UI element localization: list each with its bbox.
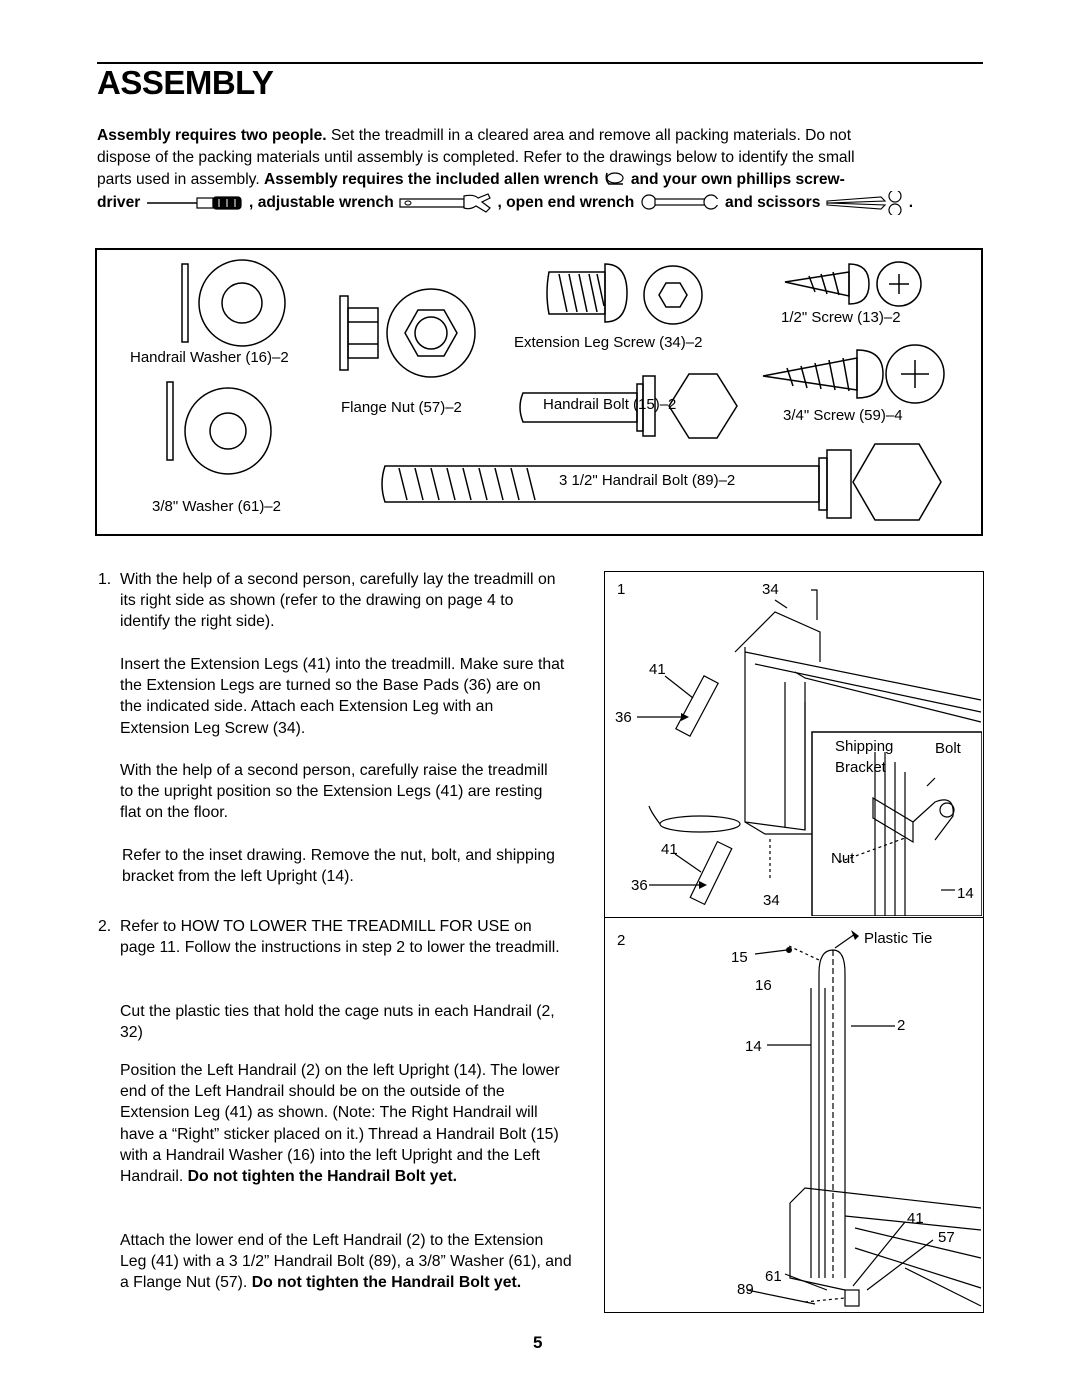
step-2-text: Refer to HOW TO LOWER THE TREADMILL FOR … — [120, 916, 570, 958]
callout-36-bottom: 36 — [631, 877, 648, 894]
callout-41-top: 41 — [649, 661, 666, 678]
handrail-attachment-drawing — [746, 930, 982, 1307]
tool-adjustable-label: , adjustable wrench — [249, 194, 394, 212]
page-title: ASSEMBLY — [97, 64, 274, 101]
title-rule — [97, 62, 983, 64]
intro-bold: Assembly requires the included allen wre… — [264, 171, 599, 188]
intro-line-3: parts used in assembly. Assembly require… — [97, 169, 985, 190]
callout-61: 61 — [765, 1268, 782, 1285]
step-1-text: With the help of a second person, carefu… — [120, 569, 565, 633]
intro-line-2: dispose of the packing materials until a… — [97, 149, 855, 166]
label-extension-leg-screw: Extension Leg Screw (34)–2 — [514, 334, 703, 351]
allen-wrench-icon — [605, 172, 624, 185]
step-2-number: 2. — [98, 918, 112, 935]
intro-bold: and your own phillips screw- — [630, 171, 845, 188]
callout-15: 15 — [731, 949, 748, 966]
callout-14: 14 — [745, 1038, 762, 1055]
callout-14: 14 — [957, 885, 974, 902]
step-1-number: 1. — [98, 571, 112, 588]
fig2-step-number: 2 — [617, 932, 626, 949]
intro-period: . — [908, 194, 914, 212]
handrail-bolt-drawing — [519, 373, 738, 439]
intro-line-4: driver , adjustable wrench , open end wr… — [97, 191, 985, 215]
intro-bold-lead: Assembly requires two people. — [97, 127, 327, 144]
scissors-icon — [826, 191, 902, 215]
inset-label-shipping: Shipping — [835, 738, 894, 755]
tool-driver-label: driver — [97, 194, 141, 212]
step-paragraph: With the help of a second person, carefu… — [120, 762, 548, 822]
callout-41-bottom: 41 — [661, 841, 678, 858]
step-paragraph: With the help of a second person, carefu… — [120, 571, 556, 631]
three-quarter-screw-drawing — [762, 344, 945, 404]
inset-label-bolt: Bolt — [935, 740, 961, 757]
step-paragraph: Refer to the inset drawing. Remove the n… — [122, 847, 555, 886]
step-2-paragraph-4: Attach the lower end of the Left Handrai… — [120, 1230, 572, 1294]
adjustable-wrench-icon — [399, 193, 492, 213]
callout-36-top: 36 — [615, 709, 632, 726]
tool-open-end-label: , open end wrench — [497, 194, 635, 212]
figure-step-2: 2 Plastic Tie 15 16 2 14 41 57 61 89 — [604, 917, 984, 1313]
flange-nut-drawing — [339, 288, 476, 378]
label-handrail-washer: Handrail Washer (16)–2 — [130, 349, 289, 366]
step-paragraph: Refer to HOW TO LOWER THE TREADMILL FOR … — [120, 918, 560, 957]
label-handrail-bolt: Handrail Bolt (15)–2 — [543, 396, 677, 413]
callout-57: 57 — [938, 1229, 955, 1246]
inset-label-nut: Nut — [831, 850, 855, 867]
callout-34-bottom: 34 — [763, 892, 780, 909]
fig1-step-number: 1 — [617, 581, 626, 598]
step-paragraph: Insert the Extension Legs (41) into the … — [120, 656, 565, 737]
callout-34-top: 34 — [762, 581, 779, 598]
callout-16: 16 — [755, 977, 772, 994]
label-washer-38: 3/8" Washer (61)–2 — [152, 498, 281, 515]
washer-38-drawing — [166, 381, 272, 475]
open-end-wrench-icon — [641, 194, 721, 210]
step-2-paragraph-2: Cut the plastic ties that hold the cage … — [120, 1001, 565, 1043]
callout-89: 89 — [737, 1281, 754, 1298]
callout-2: 2 — [897, 1017, 906, 1034]
half-inch-screw-drawing — [784, 261, 922, 307]
callout-41: 41 — [907, 1210, 924, 1227]
extension-leg-screw-drawing — [546, 263, 703, 325]
step-1-paragraph-2: Insert the Extension Legs (41) into the … — [120, 654, 565, 739]
label-half-inch-screw: 1/2" Screw (13)–2 — [781, 309, 901, 326]
step-text: Attach the lower end of the Left Handrai… — [120, 1232, 572, 1292]
step-paragraph: Cut the plastic ties that hold the cage … — [120, 1003, 555, 1042]
inset-label-bracket: Bracket — [835, 759, 886, 776]
label-three-quarter-screw: 3/4" Screw (59)–4 — [783, 407, 903, 424]
step-1-paragraph-3: With the help of a second person, carefu… — [120, 760, 565, 824]
intro-text: parts used in assembly. — [97, 171, 264, 188]
step-warning: Do not tighten the Handrail Bolt yet. — [251, 1274, 522, 1292]
label-flange-nut: Flange Nut (57)–2 — [341, 399, 462, 416]
intro-line-1: Assembly requires two people. Set the tr… — [97, 125, 985, 146]
long-handrail-bolt-drawing — [381, 443, 942, 521]
page-number: 5 — [533, 1333, 543, 1352]
phillips-screwdriver-icon — [146, 196, 242, 210]
step-1-paragraph-4: Refer to the inset drawing. Remove the n… — [122, 845, 567, 887]
handrail-washer-drawing — [181, 259, 286, 347]
step-warning: Do not tighten the Handrail Bolt yet. — [187, 1168, 458, 1186]
figure-step-1: 1 34 41 36 41 36 34 Shipping Bracket Bol… — [604, 571, 984, 918]
treadmill-on-side-drawing — [637, 589, 982, 916]
intro-text: Set the treadmill in a cleared area and … — [326, 127, 852, 144]
parts-identification-chart: Handrail Washer (16)–2 3/8" Washer (61)–… — [95, 248, 983, 536]
tool-scissors-label: and scissors — [725, 194, 821, 212]
parts-drawings — [166, 259, 945, 521]
label-long-handrail-bolt: 3 1/2" Handrail Bolt (89)–2 — [559, 472, 736, 489]
callout-plastic-tie: Plastic Tie — [864, 930, 933, 947]
step-text: Position the Left Handrail (2) on the le… — [120, 1062, 560, 1186]
step-2-paragraph-3: Position the Left Handrail (2) on the le… — [120, 1060, 575, 1187]
